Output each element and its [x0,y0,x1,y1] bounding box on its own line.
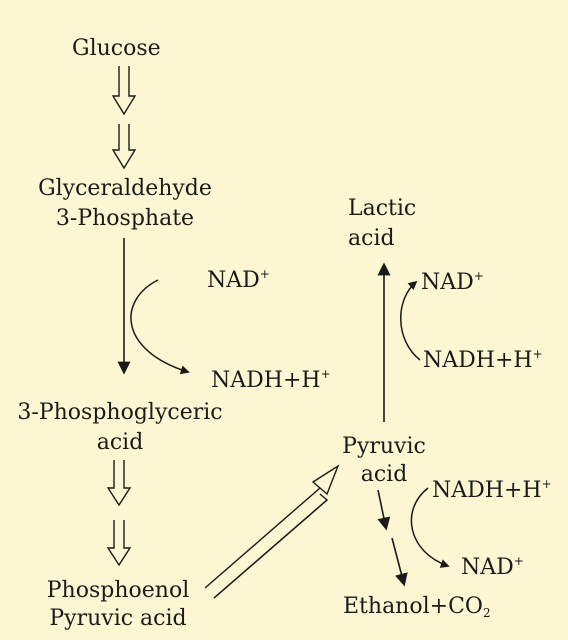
hollow-arrow-glucose-2 [111,124,137,170]
hollow-arrow-pga-2 [106,520,132,567]
nadh-left-label: NADH+H+ [211,367,331,393]
g3p-label-line1: Glyceraldehyde [38,176,212,201]
ethanol-co2-label: Ethanol+CO2 [343,594,491,620]
g3p-label-line2: 3-Phosphate [55,206,195,231]
lactic-label-line2: acid [348,226,395,251]
nad-lower-right-label: NAD+ [461,554,524,580]
lactic-label-line1: Lactic [348,196,417,221]
pep-label-line2: Pyruvic acid [49,606,187,631]
pga-label-line2: acid [96,430,144,455]
arrow-pyruvic-to-ethanol-1 [377,489,391,531]
glucose-label: Glucose [72,36,161,61]
pyruvic-label-line1: Pyruvic [342,434,426,459]
nadh-upper-right-label: NADH+H+ [423,347,543,373]
pyruvic-label-line2: acid [360,462,408,487]
pep-label-line1: Phosphoenol [46,578,190,603]
arrow-pyruvic-to-ethanol-2 [391,537,408,587]
nad-left-label: NAD+ [207,267,270,293]
curved-arrow-nad-to-nadh-left [130,279,190,375]
hollow-arrow-glucose-1 [111,66,137,116]
hollow-arrow-pep-to-pyruvic [204,464,340,599]
curved-arrow-nadh-to-nad-lower [410,487,450,568]
curved-arrow-nadh-to-nad-upper [400,280,421,361]
nadh-lower-right-label: NADH+H+ [432,477,552,503]
hollow-arrow-pga-1 [106,460,132,507]
nad-upper-right-label: NAD+ [421,269,484,295]
pga-label-line1: 3-Phosphoglyceric [17,400,223,425]
